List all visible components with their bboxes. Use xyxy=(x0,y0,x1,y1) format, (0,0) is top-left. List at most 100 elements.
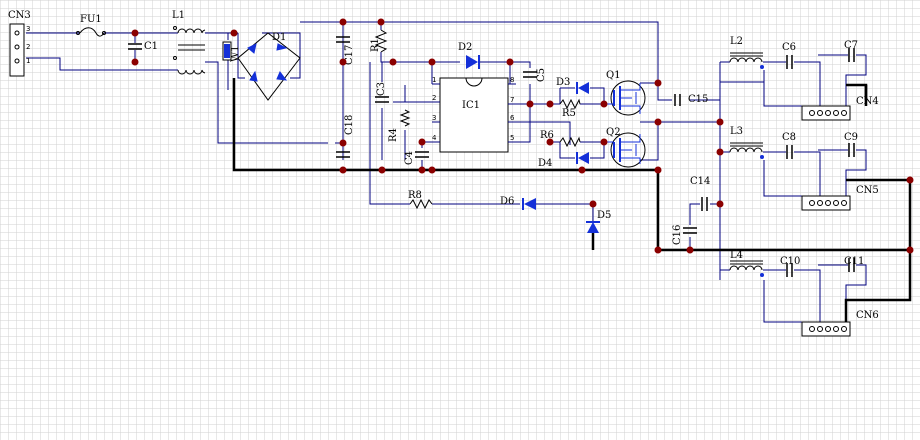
junction-dot xyxy=(716,200,724,208)
c18-label: C18 xyxy=(344,115,355,135)
junction-dot xyxy=(526,100,534,108)
junction-dot xyxy=(654,246,662,254)
c8-capacitor xyxy=(786,145,793,159)
c5-capacitor xyxy=(523,71,537,78)
r8-label: R8 xyxy=(408,190,422,201)
junction-dot xyxy=(506,58,514,66)
d2-diode xyxy=(466,55,480,69)
cn3-connector: CN3 3 2 1 xyxy=(8,10,31,77)
r4-resistor xyxy=(399,109,411,127)
junction-dot xyxy=(716,148,724,156)
r4-label: R4 xyxy=(388,128,399,142)
junction-dot xyxy=(339,58,347,66)
l1-label: L1 xyxy=(172,10,185,21)
l4-dot xyxy=(760,273,764,277)
junction-dot xyxy=(418,166,426,174)
c18-capacitor xyxy=(336,151,350,158)
ic1-pin-5: 5 xyxy=(510,134,514,142)
l2-label: L2 xyxy=(730,36,743,47)
d2-label: D2 xyxy=(458,42,472,53)
r1-resistor xyxy=(374,29,388,53)
cn6-label: CN6 xyxy=(856,310,879,321)
c15-label: C15 xyxy=(688,94,708,105)
d1-label: D1 xyxy=(272,32,286,43)
l2-inductor xyxy=(729,52,763,63)
c6-capacitor xyxy=(786,55,793,69)
c6-label: C6 xyxy=(782,42,796,53)
junction-dot xyxy=(339,139,347,147)
d6-diode xyxy=(522,198,536,210)
ic1-pin-8: 8 xyxy=(510,76,514,84)
junction-dot xyxy=(131,29,139,37)
cn4-label: CN4 xyxy=(856,96,879,107)
cn6-connector xyxy=(801,321,851,337)
c4-label: C4 xyxy=(404,151,415,165)
wires xyxy=(26,21,867,323)
c15-capacitor xyxy=(674,94,681,106)
r5-label: R5 xyxy=(562,108,576,119)
c16-capacitor xyxy=(683,227,697,234)
r5-resistor xyxy=(559,98,581,110)
ic1-label: IC1 xyxy=(462,100,480,111)
r6-label: R6 xyxy=(540,130,554,141)
ic1-pin-4: 4 xyxy=(432,134,437,142)
d3-label: D3 xyxy=(556,77,570,88)
junction-dot xyxy=(686,246,694,254)
junction-dot xyxy=(578,166,586,174)
fu1-label: FU1 xyxy=(80,14,102,25)
q2-mosfet xyxy=(604,132,646,168)
w1-thermistor xyxy=(222,41,232,61)
ic1-chip: IC1 1 2 3 4 8 7 6 5 xyxy=(432,76,516,153)
c8-label: C8 xyxy=(782,132,796,143)
ic1-pin-3: 3 xyxy=(432,114,436,122)
c3-capacitor xyxy=(375,96,389,103)
d5-label: D5 xyxy=(597,210,611,221)
junction-dot xyxy=(716,118,724,126)
l3-dot xyxy=(760,155,764,159)
c16-label: C16 xyxy=(672,225,683,245)
l2-dot xyxy=(760,65,764,69)
junction-dot xyxy=(654,118,662,126)
junction-dot xyxy=(428,58,436,66)
l4-label: L4 xyxy=(730,250,743,261)
l3-label: L3 xyxy=(730,126,743,137)
cn5-label: CN5 xyxy=(856,185,879,196)
d4-label: D4 xyxy=(538,158,552,169)
c1-capacitor xyxy=(128,43,142,50)
c1-label: C1 xyxy=(144,41,158,52)
l1-choke xyxy=(173,26,206,75)
c4-capacitor xyxy=(415,151,429,158)
junction-dot xyxy=(546,100,554,108)
r1-label: R1 xyxy=(370,38,381,52)
c5-label: C5 xyxy=(536,68,547,82)
d4-diode xyxy=(576,152,589,164)
ic1-pin-6: 6 xyxy=(510,114,515,122)
d5-diode xyxy=(586,221,600,233)
d1-bridge-rectifier xyxy=(237,32,301,101)
junction-dot xyxy=(906,246,914,254)
junction-dot xyxy=(654,79,662,87)
r8-resistor xyxy=(409,198,433,210)
q2-label: Q2 xyxy=(606,127,621,138)
d3-diode xyxy=(576,82,589,94)
c11-capacitor xyxy=(848,258,855,272)
junction-dot xyxy=(230,29,238,37)
junction-dots xyxy=(131,18,914,254)
fu1-fuse xyxy=(76,27,106,37)
cn3-label: CN3 xyxy=(8,10,31,21)
cn3-pin-3: 3 xyxy=(26,25,30,33)
c14-capacitor xyxy=(701,197,708,211)
junction-dot xyxy=(428,166,436,174)
ic1-pin-2: 2 xyxy=(432,94,436,102)
c17-label: C17 xyxy=(344,45,355,65)
cn4-connector xyxy=(801,105,851,121)
w1-label: W1 xyxy=(230,45,241,62)
c17-capacitor xyxy=(336,36,350,43)
c7-capacitor xyxy=(848,48,855,62)
d6-label: D6 xyxy=(500,196,514,207)
junction-dot xyxy=(339,166,347,174)
ic1-pin-7: 7 xyxy=(510,96,514,104)
l4-inductor xyxy=(729,260,763,271)
r6-resistor xyxy=(559,136,581,148)
